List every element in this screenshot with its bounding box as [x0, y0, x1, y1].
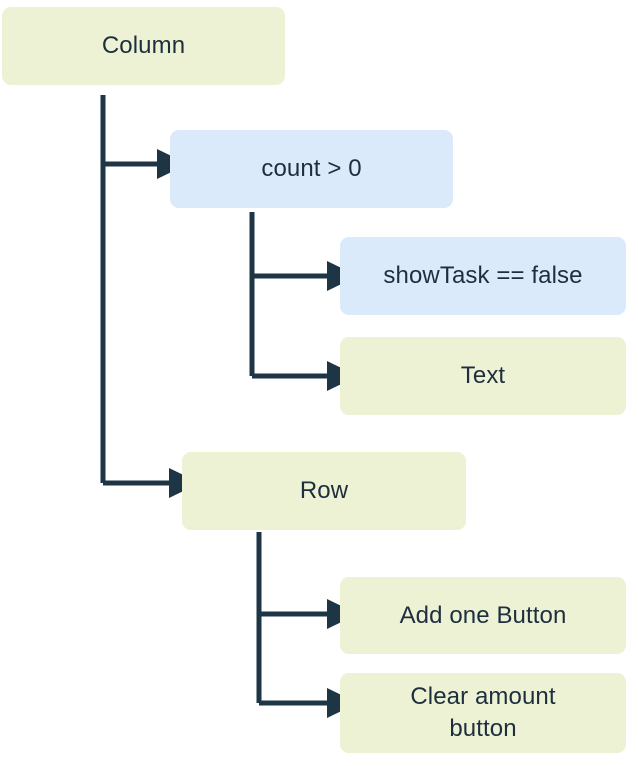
node-text-label: Text: [460, 362, 506, 390]
node-column[interactable]: Column: [2, 7, 285, 85]
node-text[interactable]: Text: [340, 337, 626, 415]
node-clear-amount-button[interactable]: Clear amount button: [340, 673, 626, 753]
node-row[interactable]: Row: [182, 452, 466, 530]
node-row-label: Row: [299, 477, 349, 505]
node-count-gt-0[interactable]: count > 0: [170, 130, 453, 208]
node-add-one-button[interactable]: Add one Button: [340, 577, 626, 654]
node-add-one-button-label: Add one Button: [399, 601, 567, 629]
node-clear-amount-button-label: Clear amount button: [410, 683, 556, 742]
node-column-label: Column: [101, 32, 186, 60]
node-count-gt-0-label: count > 0: [261, 155, 362, 183]
node-showtask-eq-false-label: showTask == false: [383, 262, 583, 290]
node-showtask-eq-false[interactable]: showTask == false: [340, 237, 626, 315]
